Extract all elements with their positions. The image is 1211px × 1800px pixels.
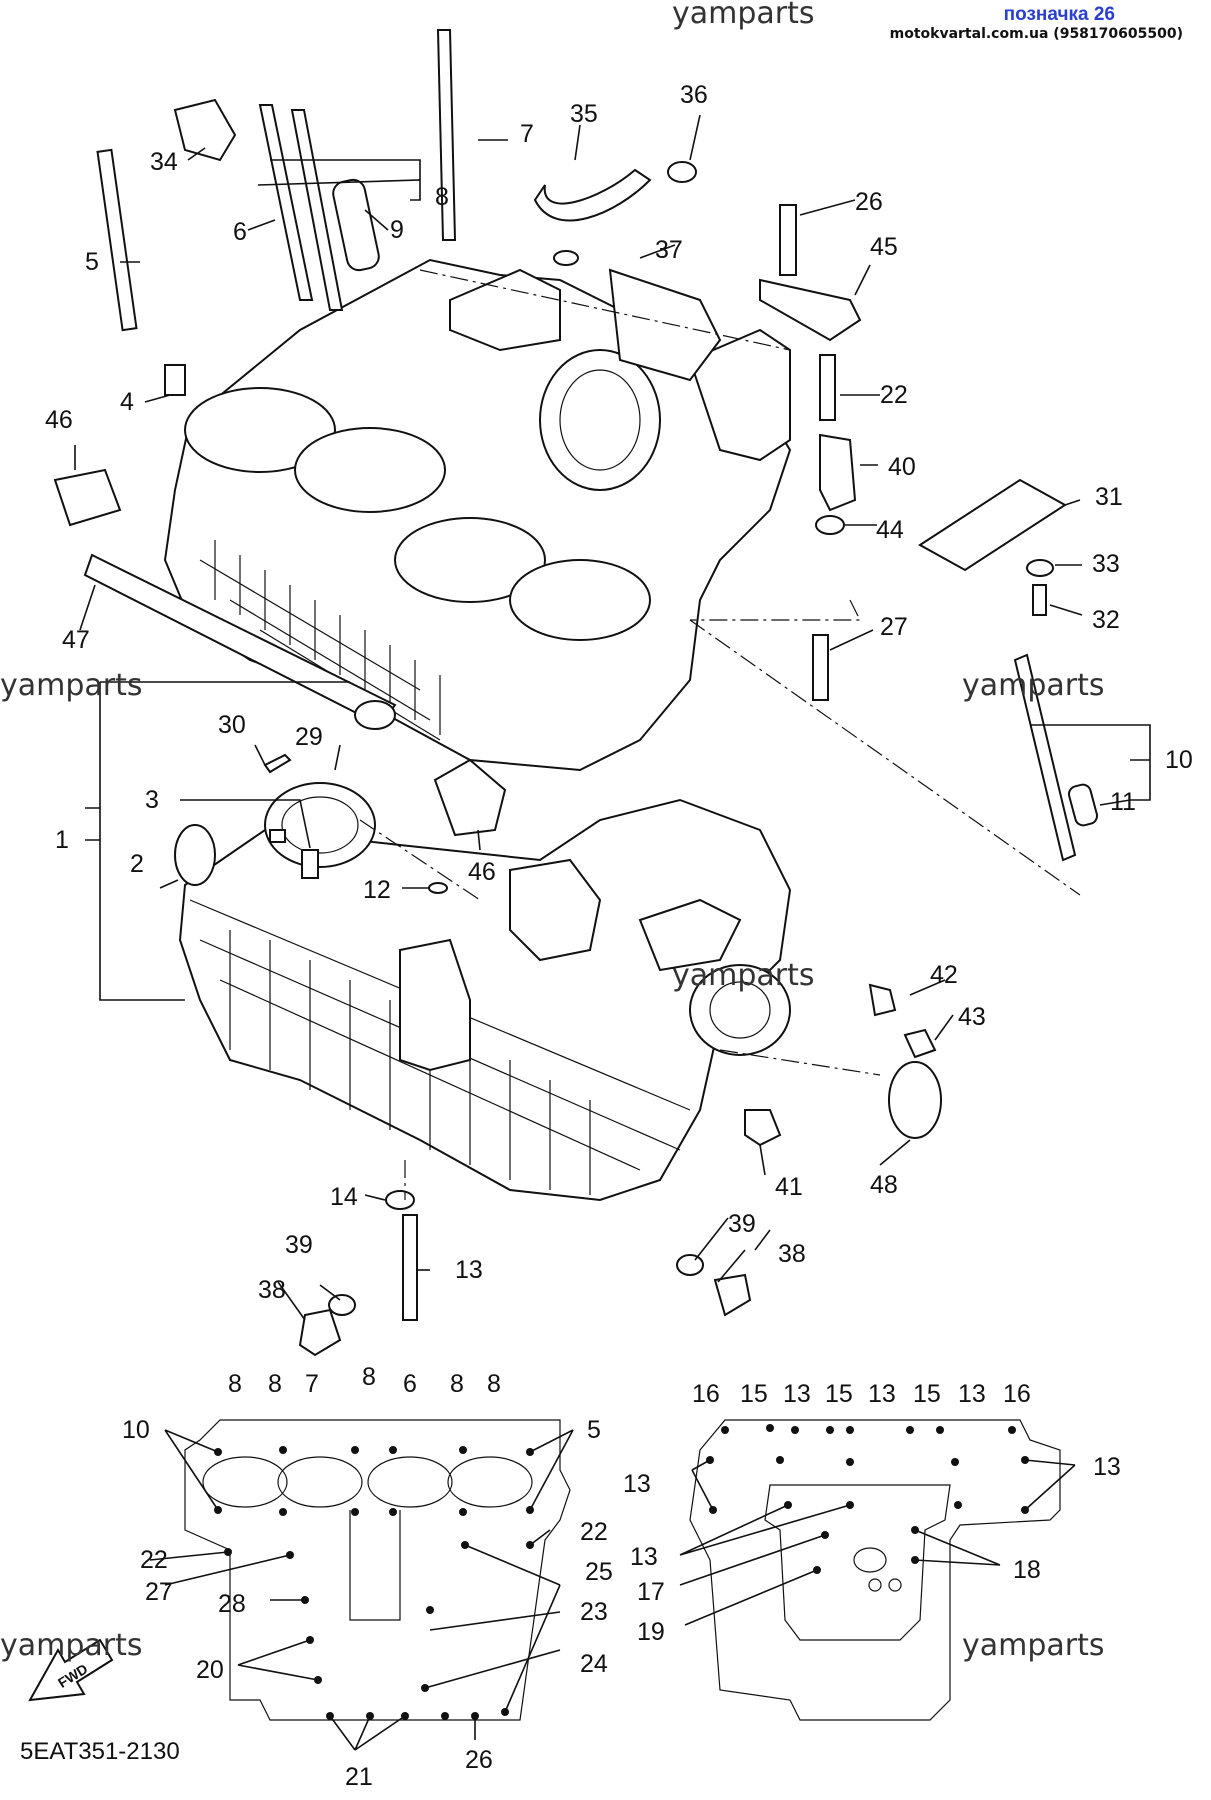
callout-45: 45: [870, 233, 898, 261]
upper-inset-label-2: 8: [268, 1370, 282, 1398]
callout-13: 13: [455, 1256, 483, 1284]
callout-7: 7: [520, 120, 534, 148]
watermark-left-bottom: yamparts: [0, 1628, 143, 1663]
upper-inset-label-20: 20: [196, 1656, 224, 1684]
watermark-left-mid: yamparts: [0, 668, 143, 703]
upper-inset-label-1: 8: [228, 1370, 242, 1398]
upper-case-bolt-inset: 8 8 7 8 6 8 8 10 5 22 22 27 28 25 23 24 …: [122, 1363, 613, 1791]
watermark-right-mid: yamparts: [962, 668, 1105, 703]
upper-inset-label-23: 23: [580, 1598, 608, 1626]
callout-35: 35: [570, 100, 598, 128]
callout-38-upper: 38: [258, 1276, 286, 1304]
callout-2: 2: [130, 850, 144, 878]
callout-10: 10: [1165, 746, 1193, 774]
lower-inset-label-13l: 13: [623, 1470, 651, 1498]
callout-34: 34: [150, 148, 178, 176]
upper-inset-label-26: 26: [465, 1746, 493, 1774]
callout-43: 43: [958, 1003, 986, 1031]
callout-9: 9: [390, 216, 404, 244]
upper-inset-label-25: 25: [585, 1558, 613, 1586]
callout-14: 14: [330, 1183, 358, 1211]
lower-inset-label-6: 15: [913, 1380, 941, 1408]
upper-inset-label-6: 8: [450, 1370, 464, 1398]
lower-case-bolt-inset: 16 15 13 15 13 15 13 16 13 13 13 17 18 1…: [623, 1380, 1121, 1721]
callout-39-lower: 39: [728, 1210, 756, 1238]
callout-41: 41: [775, 1173, 803, 1201]
lower-inset-label-2: 15: [740, 1380, 768, 1408]
callout-11: 11: [1110, 788, 1136, 816]
upper-inset-label-22r: 22: [580, 1518, 608, 1546]
callout-37: 37: [655, 236, 683, 264]
callout-30: 30: [218, 711, 246, 739]
callout-27: 27: [880, 613, 908, 641]
lower-inset-label-7: 13: [958, 1380, 986, 1408]
upper-inset-label-5r: 5: [587, 1416, 601, 1444]
upper-inset-label-22l: 22: [140, 1546, 168, 1574]
callout-38-lower: 38: [778, 1240, 806, 1268]
watermark-center: yamparts: [672, 958, 815, 993]
callout-26: 26: [855, 188, 883, 216]
watermark-top: yamparts: [672, 0, 815, 31]
upper-inset-label-27: 27: [145, 1578, 173, 1606]
lower-inset-label-3: 13: [783, 1380, 811, 1408]
upper-inset-label-7: 8: [487, 1370, 501, 1398]
upper-inset-label-4: 8: [362, 1363, 376, 1391]
diagram-code: 5EAT351-2130: [20, 1738, 180, 1765]
callout-44: 44: [876, 516, 904, 544]
lower-inset-label-19: 19: [637, 1618, 665, 1646]
callout-8: 8: [435, 183, 449, 211]
lower-inset-label-17: 17: [637, 1578, 665, 1606]
lower-inset-label-13r: 13: [1093, 1453, 1121, 1481]
callout-46-upper: 46: [45, 406, 73, 434]
callout-12: 12: [363, 876, 391, 904]
upper-inset-label-10: 10: [122, 1416, 150, 1444]
tag-title: позначка 26: [1003, 4, 1115, 25]
leader-lines: [74, 114, 1151, 1321]
callout-4: 4: [120, 388, 134, 416]
callout-29: 29: [295, 723, 323, 751]
callout-6: 6: [233, 218, 247, 246]
upper-crankcase: [163, 258, 792, 772]
lower-inset-label-8: 16: [1003, 1380, 1031, 1408]
tag-site-link[interactable]: motokvartal.com.ua (958170605500): [889, 26, 1183, 42]
lower-inset-label-1: 16: [692, 1380, 720, 1408]
callout-3: 3: [145, 786, 159, 814]
lower-inset-label-4: 15: [825, 1380, 853, 1408]
fwd-arrow: FWD: [28, 1638, 114, 1702]
upper-inset-label-28: 28: [218, 1590, 246, 1618]
callout-33: 33: [1092, 550, 1120, 578]
callout-22: 22: [880, 381, 908, 409]
callout-5: 5: [85, 248, 99, 276]
lower-inset-label-18: 18: [1013, 1556, 1041, 1584]
upper-inset-label-3: 7: [305, 1370, 319, 1398]
upper-inset-label-5: 6: [403, 1370, 417, 1398]
lower-inset-label-5: 13: [868, 1380, 896, 1408]
lower-crankcase: [178, 798, 792, 1202]
callout-42: 42: [930, 961, 958, 989]
callout-39-upper: 39: [285, 1231, 313, 1259]
callout-31: 31: [1095, 483, 1123, 511]
watermark-right-bottom: yamparts: [962, 1628, 1105, 1663]
callout-47: 47: [62, 626, 90, 654]
lower-inset-label-13b: 13: [630, 1543, 658, 1571]
part-callouts: 1 2 3 4 5 6 7 8 9 10 11 12 13 14 22 26 2…: [45, 81, 1193, 1304]
upper-inset-label-24: 24: [580, 1650, 608, 1678]
callout-48: 48: [870, 1171, 898, 1199]
callout-36: 36: [680, 81, 708, 109]
callout-1: 1: [55, 826, 69, 854]
callout-32: 32: [1092, 606, 1120, 634]
callout-40: 40: [888, 453, 916, 481]
callout-46-lower: 46: [468, 858, 496, 886]
upper-inset-label-21: 21: [345, 1763, 373, 1791]
